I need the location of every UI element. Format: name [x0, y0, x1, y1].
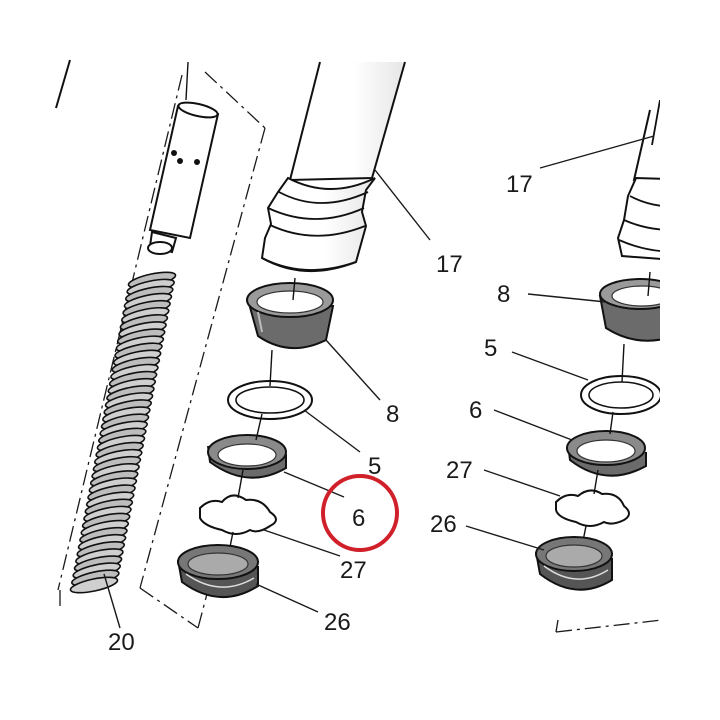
- callout-26-right: 26: [430, 511, 457, 538]
- callouts-right: 17 8 5 6 27 26: [430, 171, 533, 538]
- callout-8: 8: [386, 401, 399, 428]
- callout-5: 5: [368, 453, 381, 480]
- dust-seal-right: [535, 536, 613, 591]
- retaining-clip-right: [555, 469, 630, 547]
- callouts-left: 17 8 5 6 27 26 20: [108, 251, 463, 656]
- callout-17: 17: [436, 251, 463, 278]
- callout-27-right: 27: [446, 457, 473, 484]
- fork-tube-right: [616, 109, 660, 260]
- callout-8-right: 8: [497, 281, 510, 308]
- retaining-clip-left: [199, 469, 277, 553]
- callout-6: 6: [352, 505, 365, 532]
- fork-tube-left: [260, 61, 406, 273]
- callout-5-right: 5: [484, 335, 497, 362]
- oil-seal-right: [566, 411, 647, 477]
- callout-17-right: 17: [506, 171, 533, 198]
- bushing-left: [246, 277, 335, 350]
- leader-lines-right: [465, 135, 655, 551]
- assembly-guide-lines-right: [555, 99, 660, 633]
- damper-rod: [147, 61, 220, 255]
- right-assembly: [535, 99, 660, 633]
- callout-27: 27: [340, 557, 367, 584]
- left-assembly: 17 8 5 6 27 26 20: [55, 59, 463, 656]
- dust-seal-left: [177, 544, 259, 598]
- callout-20: 20: [108, 629, 135, 656]
- oil-seal-left: [207, 413, 287, 479]
- highlight-circle: [321, 474, 399, 552]
- callout-6-right: 6: [469, 397, 482, 424]
- callout-26: 26: [324, 609, 351, 636]
- leader-lines-left: [103, 169, 431, 629]
- washer-right: [580, 343, 660, 415]
- washer-left: [227, 349, 313, 420]
- spring: [69, 271, 177, 594]
- bushing-right: [598, 271, 660, 342]
